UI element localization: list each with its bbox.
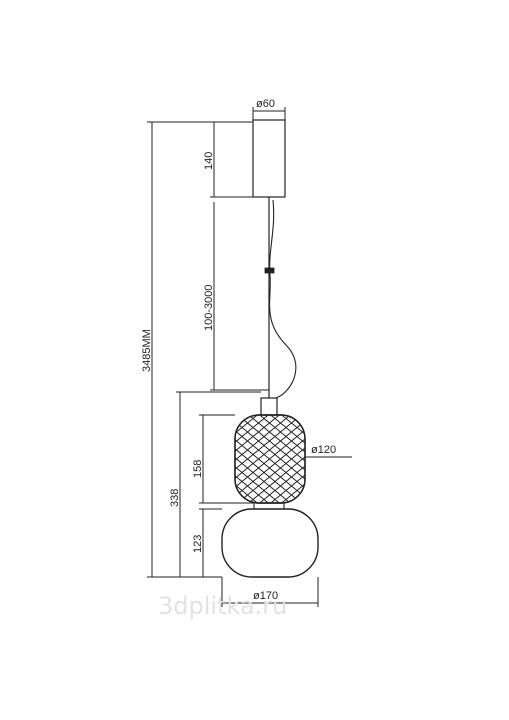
lamp-holder bbox=[260, 397, 278, 416]
upper-glass-mesh bbox=[235, 415, 305, 503]
total-height-label: 3485MM bbox=[141, 329, 153, 372]
upper-glass-diameter-label: ø120 bbox=[311, 444, 336, 456]
watermark: 3dplitka.ru bbox=[158, 592, 287, 620]
lower-glass-diameter-label: ø170 bbox=[253, 590, 278, 602]
dimension-lines bbox=[147, 107, 352, 607]
canopy-diameter-label: ø60 bbox=[256, 98, 275, 110]
cable-length-label: 100-3000 bbox=[203, 285, 215, 332]
canopy bbox=[252, 119, 286, 198]
cable-clamp bbox=[264, 267, 275, 274]
lamp-body bbox=[221, 119, 319, 578]
glass-collar bbox=[253, 502, 285, 510]
lower-glass-shade bbox=[221, 508, 319, 578]
canopy-height-label: 140 bbox=[203, 152, 215, 170]
power-cable bbox=[269, 199, 297, 399]
shade-height-label: 338 bbox=[169, 489, 181, 507]
lower-glass-height-label: 123 bbox=[192, 535, 204, 553]
upper-glass-height-label: 158 bbox=[192, 460, 204, 478]
